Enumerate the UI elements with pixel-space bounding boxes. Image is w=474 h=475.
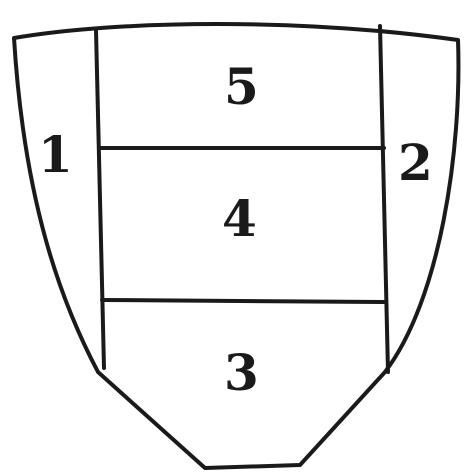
- right-divider-line: [380, 26, 388, 372]
- region-1-label: 1: [38, 125, 73, 184]
- left-divider-line: [96, 30, 104, 368]
- region-2-label: 2: [398, 133, 433, 192]
- region-4-label: 4: [222, 189, 257, 248]
- lower-horizontal-line: [102, 300, 386, 302]
- region-3-label: 3: [224, 343, 259, 402]
- region-5-label: 5: [224, 57, 259, 116]
